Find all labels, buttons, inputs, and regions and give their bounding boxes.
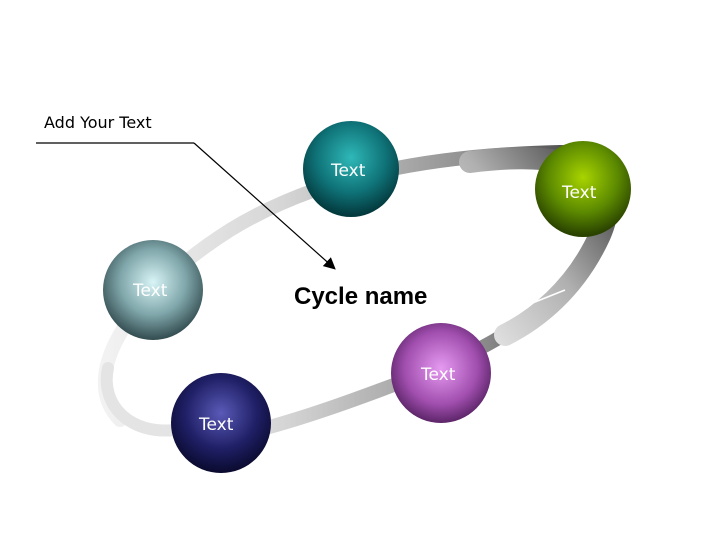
- node-teal[interactable]: [303, 121, 399, 217]
- callout-label: Add Your Text: [44, 113, 152, 132]
- node-label-gray: Text: [133, 281, 168, 301]
- node-navy[interactable]: [171, 373, 271, 473]
- ring-band-left: [100, 362, 181, 437]
- node-purple[interactable]: [391, 323, 491, 423]
- callout-arrow: [193, 142, 336, 270]
- ring-highlight: [509, 289, 566, 313]
- node-label-green: Text: [562, 183, 597, 203]
- node-gray[interactable]: [103, 240, 203, 340]
- node-label-teal: Text: [331, 161, 366, 181]
- callout-pointer: [36, 142, 336, 270]
- node-label-purple: Text: [421, 365, 456, 385]
- node-green[interactable]: [535, 141, 631, 237]
- cycle-title: Cycle name: [294, 283, 428, 310]
- node-label-navy: Text: [199, 415, 234, 435]
